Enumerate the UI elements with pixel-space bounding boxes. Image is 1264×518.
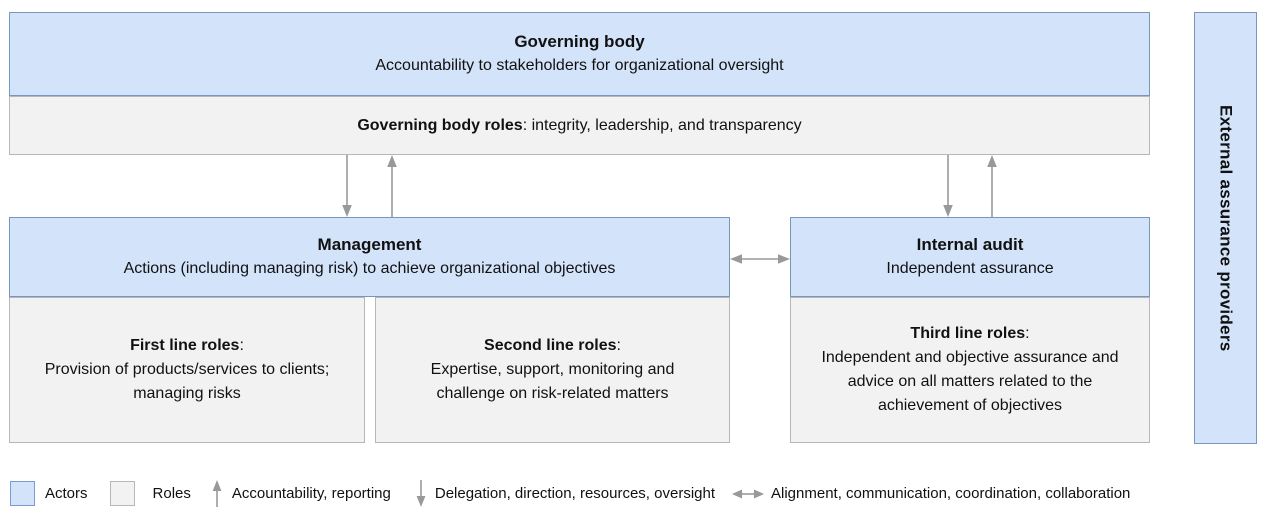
management-box: Management Actions (including managing r…	[9, 217, 730, 297]
internal-audit-box: Internal audit Independent assurance	[790, 217, 1150, 297]
third-line-roles-box: Third line roles: Independent and object…	[790, 297, 1150, 443]
first-line-roles-label: First line roles:	[130, 337, 244, 354]
management-subtitle: Actions (including managing risk) to ach…	[123, 260, 616, 277]
first-line-roles-box: First line roles: Provision of products/…	[9, 297, 365, 443]
second-line-roles-box: Second line roles: Expertise, support, m…	[375, 297, 730, 443]
up-arrow-icon	[212, 480, 222, 507]
roles-swatch	[109, 481, 135, 506]
internal-audit-subtitle: Independent assurance	[886, 260, 1054, 277]
delegation-arrow-left	[342, 155, 352, 217]
alignment-arrow	[730, 254, 790, 264]
governing-body-box: Governing body Accountability to stakeho…	[9, 12, 1150, 96]
accountability-arrow-right	[987, 155, 997, 217]
second-line-roles-label: Second line roles:	[484, 337, 621, 354]
internal-audit-title: Internal audit	[916, 235, 1024, 254]
actors-swatch	[10, 481, 35, 506]
legend: Actors Roles Accountability, reporting D…	[10, 480, 1130, 507]
legend-actors-label: Actors	[45, 485, 88, 502]
accountability-arrow-left	[387, 155, 397, 217]
legend-delegation-label: Delegation, direction, resources, oversi…	[434, 485, 716, 502]
third-line-roles-body: Independent and objective assurance and …	[821, 349, 1119, 414]
legend-roles-label: Roles	[152, 485, 191, 502]
down-arrow-icon	[416, 480, 426, 507]
legend-alignment-label: Alignment, communication, coordination, …	[771, 485, 1131, 502]
governing-body-title: Governing body	[514, 32, 645, 51]
second-line-roles-body: Expertise, support, monitoring and chall…	[430, 361, 675, 402]
governing-body-roles-box: Governing body roles: integrity, leaders…	[9, 96, 1150, 155]
external-assurance-label: External assurance providers	[1216, 104, 1236, 352]
double-arrow-icon	[732, 489, 765, 498]
governing-body-roles-text: : integrity, leadership, and transparenc…	[522, 116, 802, 134]
legend-accountability-label: Accountability, reporting	[231, 485, 391, 502]
management-title: Management	[317, 235, 422, 254]
external-assurance-box: External assurance providers	[1194, 12, 1257, 444]
delegation-arrow-right	[943, 155, 953, 217]
governing-body-subtitle: Accountability to stakeholders for organ…	[375, 57, 784, 74]
first-line-roles-body: Provision of products/services to client…	[44, 361, 330, 402]
third-line-roles-label: Third line roles:	[910, 325, 1030, 342]
governing-body-roles-label: Governing body roles	[357, 116, 523, 134]
